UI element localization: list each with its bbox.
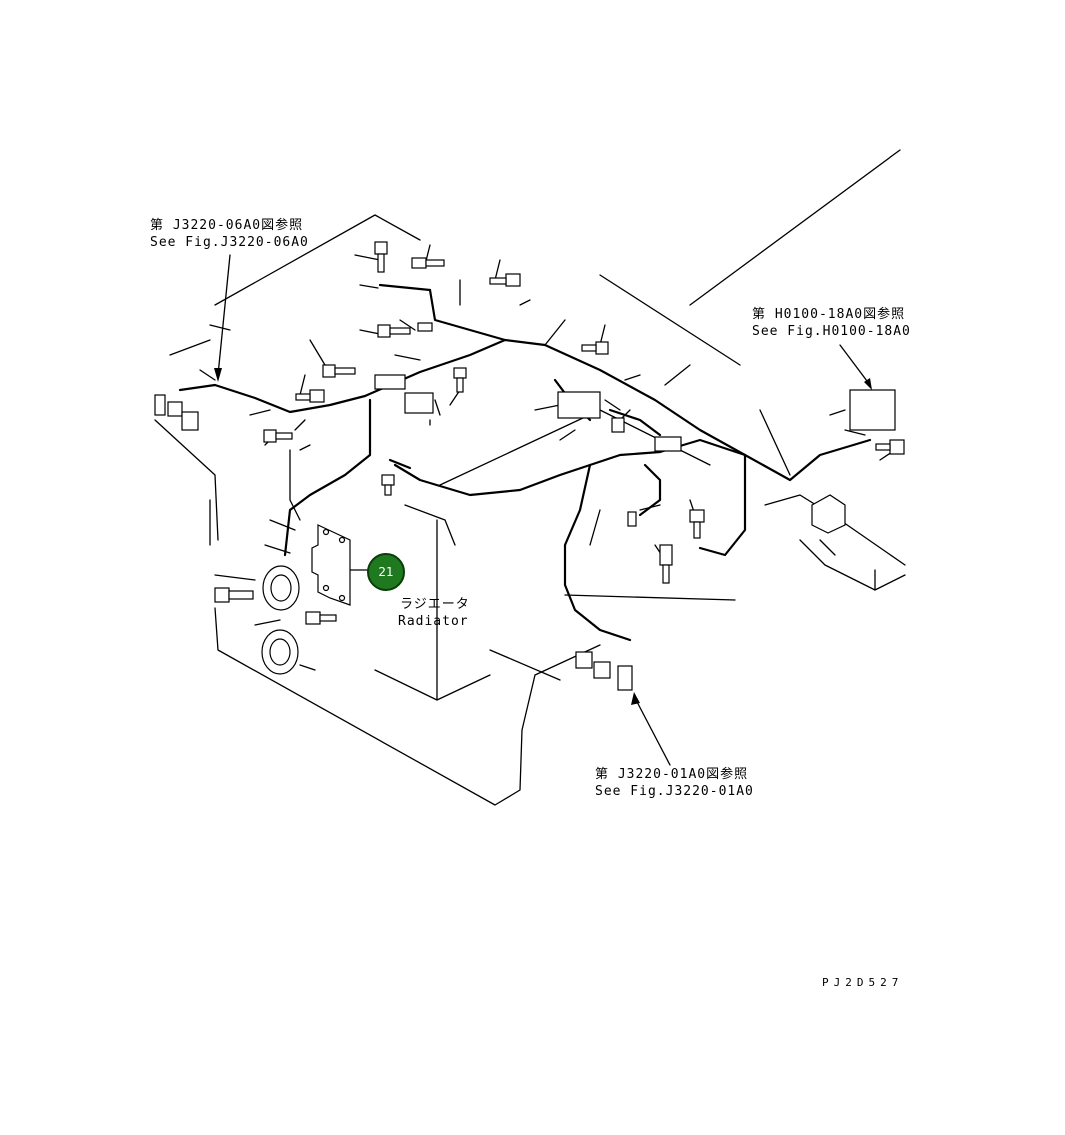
leader-lines [199,244,896,671]
radiator-label-en: Radiator [398,614,469,629]
ref-h0100-18a0-en: See Fig.H0100-18A0 [752,324,911,339]
drawing-code: PJ2D527 [822,976,904,989]
radiator-label-jp: ラジエータ [400,597,470,612]
horns [261,565,300,675]
ref-j3220-01a0-en: See Fig.J3220-01A0 [595,784,754,799]
part-callout-21[interactable]: 21 [367,553,405,591]
ref-j3220-06a0-jp: 第 J3220-06A0図参照 [150,218,304,233]
bracket-plate [311,524,351,606]
connectors [154,389,896,691]
ref-j3220-01a0-jp: 第 J3220-01A0図参照 [595,767,749,782]
right-bracket [811,494,846,556]
ref-j3220-06a0-en: See Fig.J3220-06A0 [150,235,309,250]
reference-arrows [214,254,872,766]
harness-wires [178,283,872,642]
ref-h0100-18a0-jp: 第 H0100-18A0図参照 [752,307,906,322]
bolts [214,241,905,625]
